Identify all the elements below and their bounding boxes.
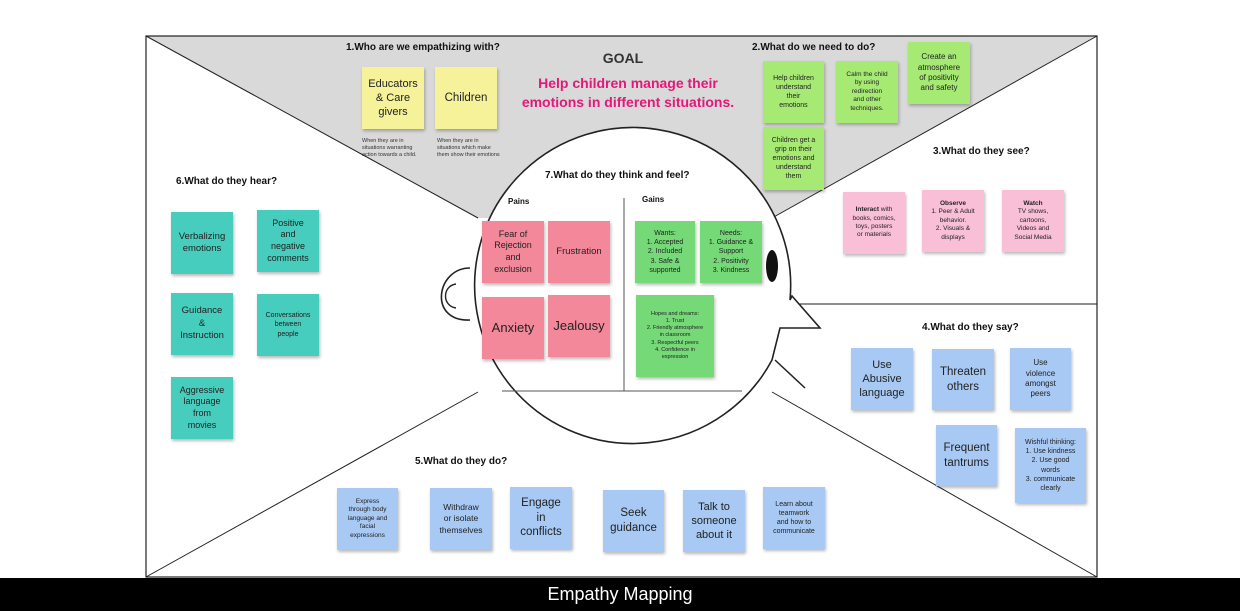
say-label: 4.What do they say? — [922, 322, 1019, 333]
who-caption-educators: When they are in situations warranting a… — [362, 138, 417, 158]
sticky-note-wishful-thinking[interactable]: Wishful thinking: 1. Use kindness 2. Use… — [1015, 428, 1086, 503]
sticky-note-hopes-dreams[interactable]: Hopes and dreams: 1. Trust 2. Friendly a… — [636, 295, 714, 377]
need-label: 2.What do we need to do? — [752, 42, 876, 53]
mouth-line — [774, 359, 806, 389]
sticky-note-tantrums[interactable]: Frequent tantrums — [936, 425, 997, 486]
sticky-note-withdraw[interactable]: Withdraw or isolate themselves — [430, 488, 492, 550]
goal-text: Help children manage their emotions in d… — [521, 75, 735, 110]
sticky-note-violence[interactable]: Use violence amongst peers — [1010, 348, 1071, 410]
note-body: TV shows, cartoons, Videos and Social Me… — [1014, 208, 1052, 241]
sticky-note-grip-emotions[interactable]: Children get a grip on their emotions an… — [763, 127, 824, 190]
divider-line — [145, 35, 479, 219]
sticky-note-aggressive-language[interactable]: Aggressive language from movies — [171, 377, 233, 439]
sticky-note-jealousy[interactable]: Jealousy — [548, 295, 610, 357]
divider-line — [771, 35, 1098, 219]
map-border — [145, 35, 1098, 578]
sticky-note-watch[interactable]: Watch TV shows, cartoons, Videos and Soc… — [1002, 190, 1064, 252]
sticky-note-educators[interactable]: Educators & Care givers — [362, 67, 424, 129]
sticky-note-seek-guidance[interactable]: Seek guidance — [603, 490, 664, 552]
ear-icon — [440, 267, 471, 321]
sticky-note-conflicts[interactable]: Engage in conflicts — [510, 487, 572, 549]
note-body: 1. Peer & Adult behavior. 2. Visuals & d… — [931, 208, 975, 241]
sticky-note-teamwork[interactable]: Learn about teamwork and how to communic… — [763, 487, 825, 549]
sticky-note-observe[interactable]: Observe 1. Peer & Adult behavior. 2. Vis… — [922, 190, 984, 252]
sticky-note-conversations[interactable]: Conversations between people — [257, 294, 319, 356]
note-title: Watch — [1023, 199, 1043, 207]
goal-title: GOAL — [602, 50, 644, 66]
sticky-note-help-understand[interactable]: Help children understand their emotions — [763, 61, 824, 123]
do-label: 5.What do they do? — [415, 456, 508, 467]
sticky-note-calm-child[interactable]: Calm the child by using redirection and … — [836, 61, 898, 123]
sticky-note-anxiety[interactable]: Anxiety — [482, 297, 544, 359]
note-title: Observe — [939, 199, 967, 207]
sticky-note-express[interactable]: Express through body language and facial… — [337, 488, 398, 550]
who-label: 1.Who are we empathizing with? — [346, 42, 500, 53]
sticky-note-guidance-instruction[interactable]: Guidance & Instruction — [171, 293, 233, 355]
pains-label: Pains — [508, 197, 530, 206]
sticky-note-frustration[interactable]: Frustration — [548, 221, 610, 283]
footer-caption-bar: Empathy Mapping — [0, 578, 1240, 611]
sticky-note-wants[interactable]: Wants: 1. Accepted 2. Included 3. Safe &… — [635, 221, 695, 283]
ear-inner-icon — [444, 283, 457, 309]
who-caption-children: When they are in situations which make t… — [437, 138, 500, 158]
hear-label: 6.What do they hear? — [176, 176, 278, 187]
note-title: Interact — [855, 206, 880, 214]
eye-icon — [766, 250, 778, 282]
sticky-note-positivity[interactable]: Create an atmosphere of positivity and s… — [908, 42, 970, 104]
see-label: 3.What do they see? — [933, 146, 1030, 157]
think-label: 7.What do they think and feel? — [545, 170, 690, 181]
note-body: with books, comics, toys, posters or mat… — [852, 206, 896, 239]
sticky-note-talk-to-someone[interactable]: Talk to someone about it — [683, 490, 745, 552]
divider-line — [771, 391, 1098, 578]
gains-label: Gains — [642, 195, 665, 204]
sticky-note-interact[interactable]: Interact with books, comics, toys, poste… — [843, 192, 905, 254]
sticky-note-abusive-language[interactable]: Use Abusive language — [851, 348, 913, 410]
footer-title: Empathy Mapping — [547, 584, 693, 604]
head-outline — [473, 126, 822, 445]
sticky-note-verbalizing[interactable]: Verbalizing emotions — [171, 212, 233, 274]
sticky-note-fear-rejection[interactable]: Fear of Rejection and exclusion — [482, 221, 544, 283]
sticky-note-comments[interactable]: Positive and negative comments — [257, 210, 319, 272]
divider-line — [145, 391, 479, 578]
sticky-note-threaten[interactable]: Threaten others — [932, 349, 994, 410]
sticky-note-needs[interactable]: Needs: 1. Guidance & Support 2. Positivi… — [700, 221, 762, 283]
sticky-note-children[interactable]: Children — [435, 67, 497, 129]
